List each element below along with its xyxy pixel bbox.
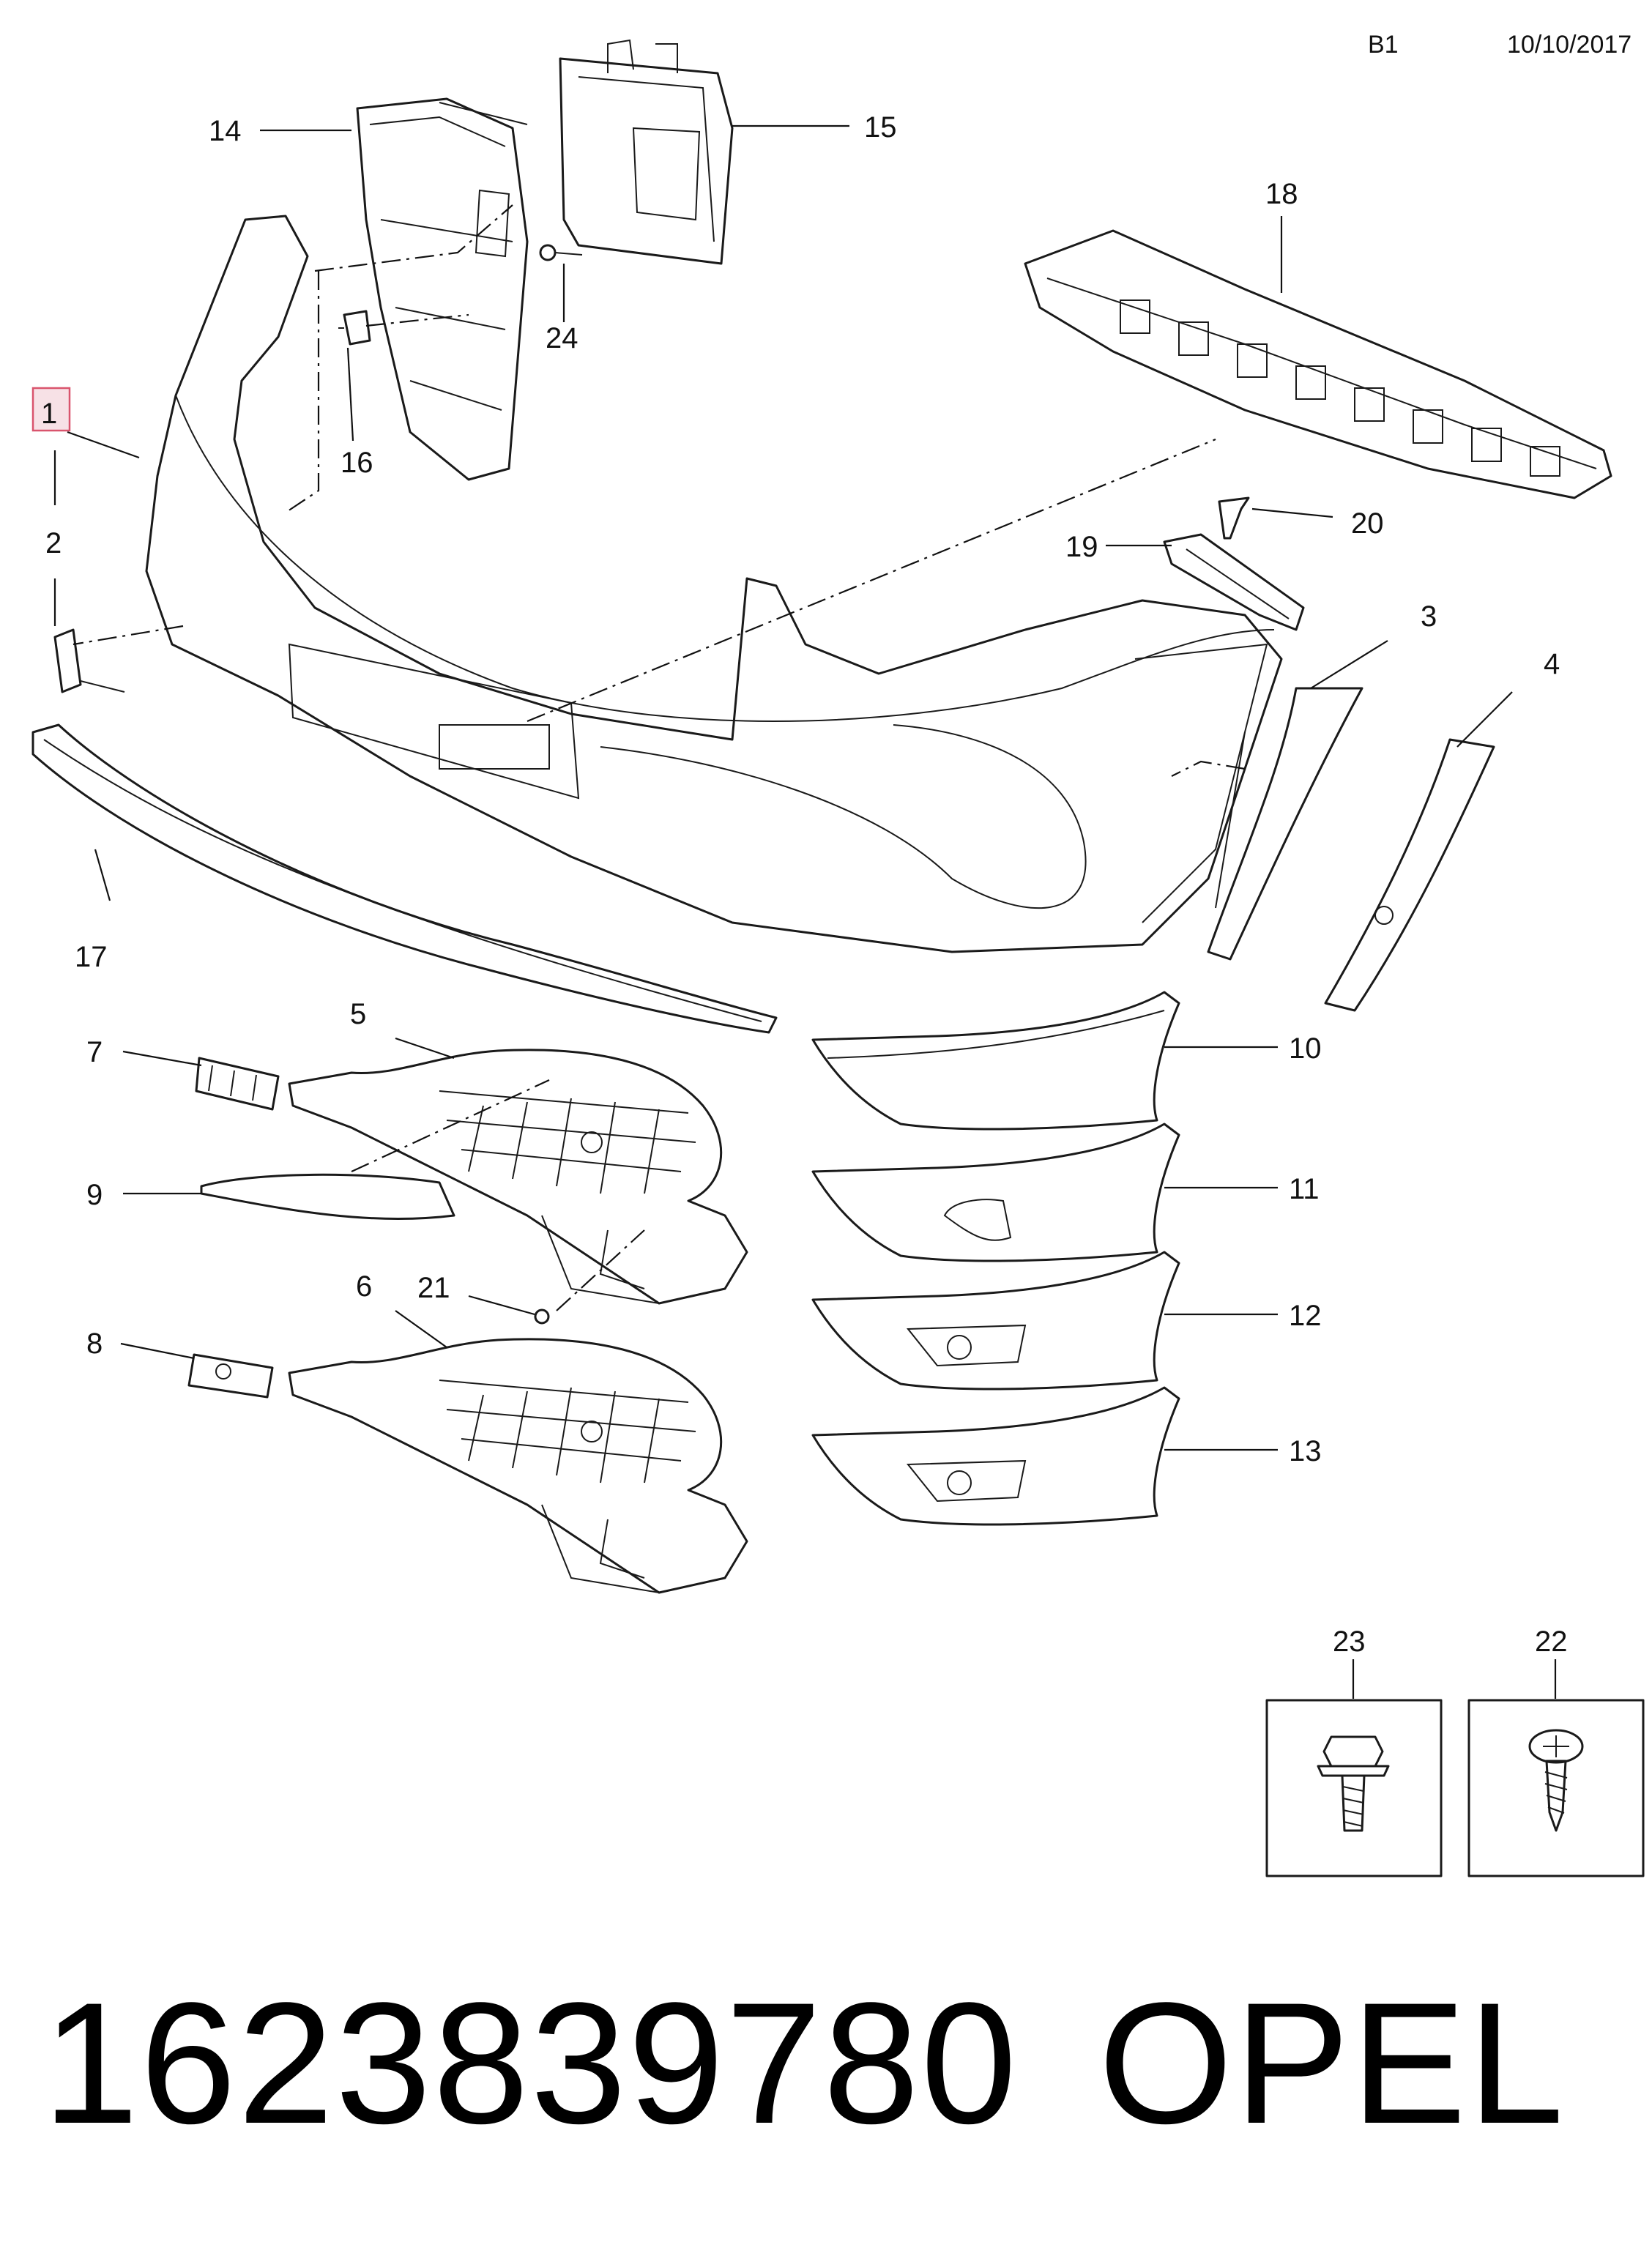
- absorber-cells: [1120, 299, 1560, 477]
- grille-mesh-upper: [439, 1090, 696, 1194]
- part-6-grille-assembly[interactable]: [288, 1338, 748, 1594]
- callout-labels: 1 2 3 4 5 6 7 8 9 10 11 12 13 14 15 16 1…: [31, 111, 1568, 1658]
- part-16-clip[interactable]: [338, 310, 371, 346]
- callout-5: 5: [350, 998, 366, 1030]
- part-2-tow-cover[interactable]: [53, 628, 125, 693]
- part-10-side-bezel[interactable]: [811, 991, 1180, 1131]
- part-number: 1623839780: [42, 1967, 1019, 2160]
- part-9-strip[interactable]: [200, 1173, 455, 1221]
- part-23-bolt-box[interactable]: [1265, 1699, 1443, 1877]
- part-11-side-bezel[interactable]: [811, 1123, 1180, 1262]
- part-13-side-bezel[interactable]: [811, 1386, 1180, 1526]
- callout-17: 17: [75, 941, 108, 973]
- part-14-air-duct[interactable]: [356, 97, 529, 481]
- leader-lines: [53, 124, 1557, 1699]
- part-4-arch-trim[interactable]: [1324, 738, 1495, 1012]
- part-15-bracket-box[interactable]: [559, 39, 734, 265]
- part-22-screw-box[interactable]: [1467, 1699, 1645, 1877]
- callout-9: 9: [86, 1179, 103, 1211]
- part-24-screw[interactable]: [539, 244, 583, 261]
- callout-15: 15: [864, 111, 897, 144]
- callout-21: 21: [417, 1272, 450, 1304]
- callout-8: 8: [86, 1328, 103, 1360]
- callout-14: 14: [209, 115, 242, 147]
- callout-18: 18: [1265, 178, 1298, 210]
- assembly-lines: [72, 204, 1246, 1311]
- part-17-lower-spoiler[interactable]: [31, 723, 778, 1034]
- diagram-date: 10/10/2017: [1507, 31, 1632, 59]
- callout-2: 2: [45, 527, 62, 559]
- callout-22: 22: [1535, 1626, 1568, 1658]
- brand-name: OPEL: [1098, 1967, 1566, 2160]
- part-19-side-bracket[interactable]: [1163, 533, 1305, 631]
- part-21-screw[interactable]: [534, 1308, 550, 1325]
- part-3-arch-trim[interactable]: [1207, 687, 1363, 961]
- part-8-insert[interactable]: [187, 1353, 274, 1399]
- callout-10: 10: [1289, 1032, 1322, 1065]
- callout-11: 11: [1289, 1173, 1320, 1205]
- callout-1-highlight: [31, 387, 71, 432]
- callout-13: 13: [1289, 1435, 1322, 1467]
- grille-mesh-lower: [439, 1380, 696, 1483]
- callout-6: 6: [356, 1270, 372, 1303]
- part-7-insert[interactable]: [195, 1057, 280, 1111]
- callout-20: 20: [1351, 507, 1384, 540]
- callout-16: 16: [341, 447, 373, 479]
- part-1-bumper-cover[interactable]: [145, 215, 1283, 953]
- part-12-side-bezel[interactable]: [811, 1251, 1180, 1391]
- callout-19: 19: [1065, 531, 1098, 563]
- callout-1: 1: [41, 398, 57, 430]
- part-20-screw[interactable]: [1218, 496, 1250, 540]
- callout-23: 23: [1333, 1626, 1366, 1658]
- page-code: B1: [1368, 31, 1399, 59]
- part-18-absorber[interactable]: [1024, 229, 1612, 499]
- callout-3: 3: [1421, 600, 1437, 633]
- callout-7: 7: [86, 1036, 103, 1068]
- callout-4: 4: [1544, 648, 1560, 680]
- callout-12: 12: [1289, 1300, 1322, 1332]
- part-5-grille-assembly[interactable]: [288, 1049, 748, 1305]
- callout-24: 24: [546, 322, 578, 354]
